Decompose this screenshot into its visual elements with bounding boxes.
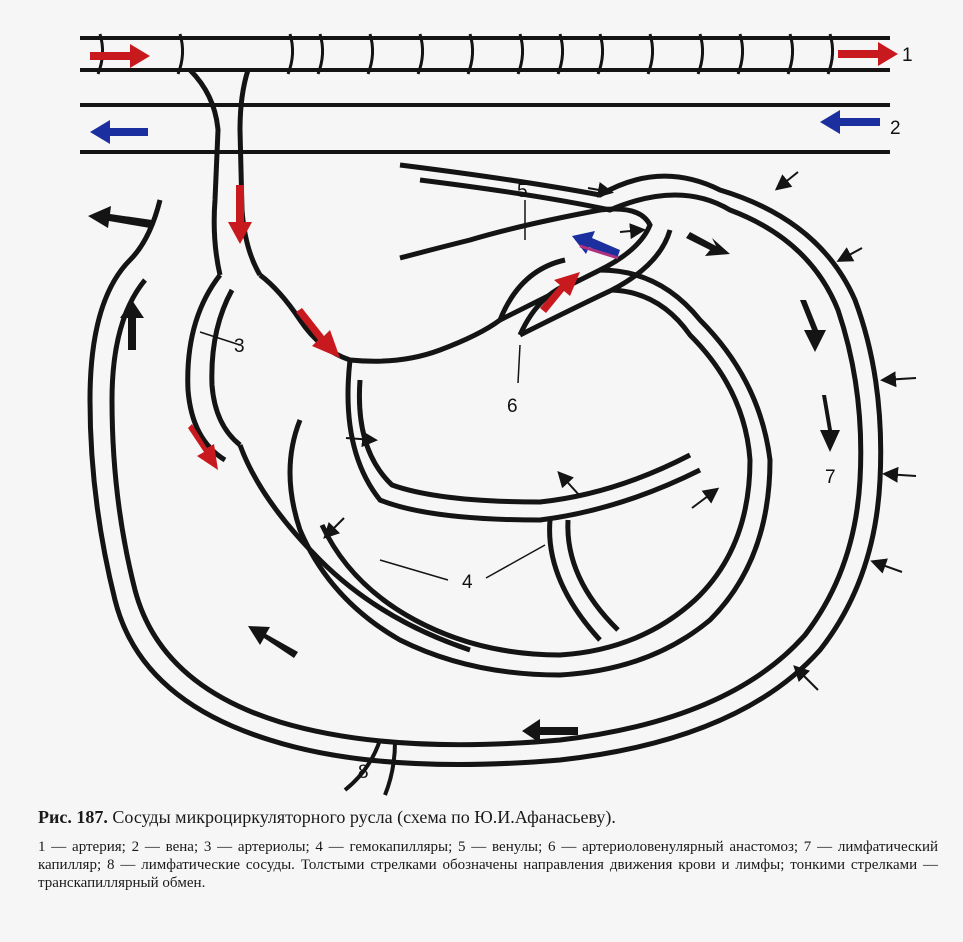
label-lymph-capillary: 7 (825, 467, 836, 488)
caption-legend: 1 — артерия; 2 — вена; 3 — артериолы; 4 … (38, 838, 938, 892)
figure-title: Сосуды микроциркуляторного русла (схема … (112, 807, 616, 827)
artery-vessel (80, 34, 890, 74)
arteriole-down-left-arrow (188, 424, 218, 470)
arteriole-down-arrow (228, 185, 252, 244)
lymph-arrow-5 (248, 626, 298, 658)
vein-inflow-arrow (820, 110, 880, 134)
lymph-arrow-1 (686, 232, 730, 256)
vein-outflow-arrow (90, 120, 148, 144)
microcirculation-diagram: 1 2 3 4 5 6 7 8 (0, 0, 963, 800)
figure-number: Рис. 187. (38, 807, 108, 827)
lymphatic-vessels (345, 740, 395, 795)
label-arterioles: 3 (234, 336, 245, 357)
lymph-outflow-arrow (88, 206, 152, 228)
caption-title: Рис. 187. Сосуды микроциркуляторного рус… (38, 806, 938, 828)
artery-outflow-arrow (838, 42, 898, 66)
label-hemocapillaries: 4 (462, 572, 473, 593)
vein-vessel (80, 105, 890, 152)
arteriole-loop (188, 275, 500, 460)
label-artery: 1 (902, 45, 913, 66)
lymphatic-capillary (90, 165, 881, 765)
label-lymph-vessels: 8 (358, 762, 369, 783)
artery-branch (190, 70, 260, 275)
lymph-arrow-3 (820, 395, 840, 452)
label-vein: 2 (890, 118, 901, 139)
lymph-arrow-2 (800, 300, 826, 352)
figure-caption: Рис. 187. Сосуды микроциркуляторного рус… (38, 806, 938, 892)
arteriole-branch-arrow (296, 308, 340, 358)
label-venules: 5 (517, 181, 528, 202)
venule (400, 209, 670, 290)
artery-inflow-arrow (90, 44, 150, 68)
label-anastomosis: 6 (507, 396, 518, 417)
